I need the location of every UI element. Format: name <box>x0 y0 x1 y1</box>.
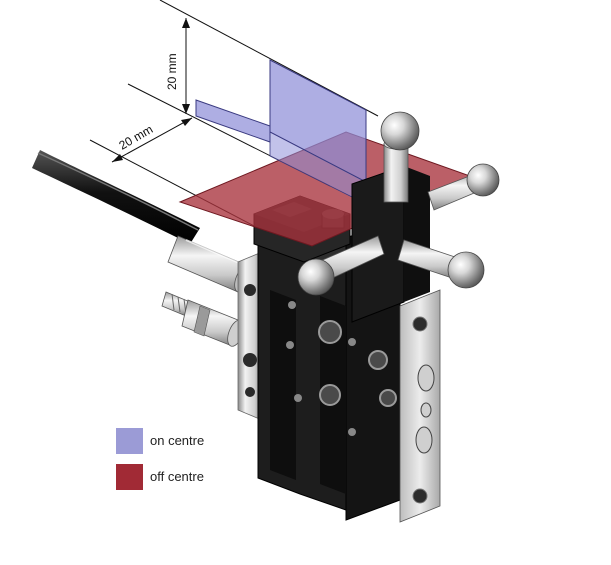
side-plate-left <box>237 251 263 421</box>
arrowhead <box>182 104 190 114</box>
cable <box>32 150 200 244</box>
ball-top <box>380 111 420 151</box>
hose-fitting <box>161 291 245 347</box>
horizontal-dimension-line <box>111 117 193 163</box>
upper-shaft <box>383 143 409 203</box>
horizontal-dimension-label: 20 mm <box>117 122 156 152</box>
legend-swatch-on-centre <box>116 428 143 454</box>
arrowhead <box>112 154 123 162</box>
side-plate-right <box>399 289 441 523</box>
arrowhead <box>182 18 190 28</box>
ball-right <box>466 163 500 197</box>
ball-left <box>297 258 335 296</box>
legend-label-off-centre: off centre <box>150 469 204 484</box>
on-centre-plane <box>195 59 367 205</box>
arrowhead <box>181 118 192 126</box>
legend-item-on-centre: on centre <box>116 428 256 454</box>
legend: on centre off centre <box>116 428 256 498</box>
ball-front <box>447 251 485 289</box>
legend-swatch-off-centre <box>116 464 143 490</box>
extension-line-top <box>159 0 379 117</box>
legend-label-on-centre: on centre <box>150 433 205 448</box>
legend-item-off-centre: off centre <box>116 464 256 490</box>
vertical-dimension-label: 20 mm <box>165 53 179 90</box>
dimension-arrows <box>112 18 192 162</box>
